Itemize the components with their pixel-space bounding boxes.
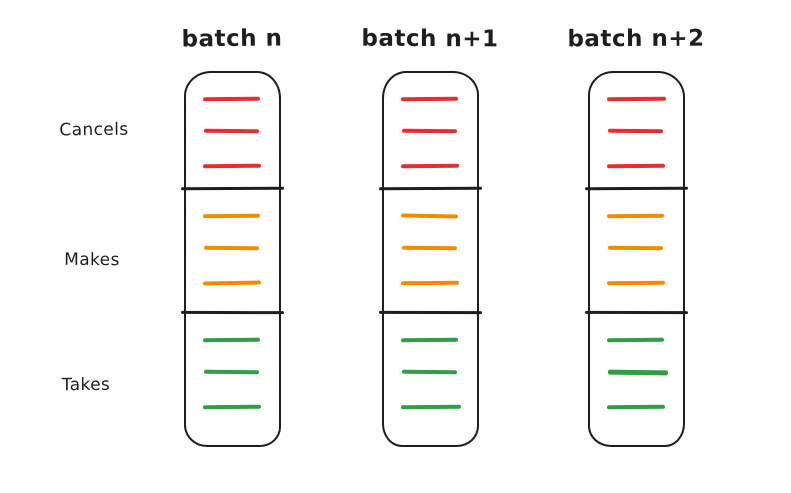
row-label-takes: Takes: [61, 374, 111, 396]
take-line: [606, 337, 664, 343]
make-line: [202, 280, 261, 286]
column-title: batch n+1: [361, 25, 499, 53]
take-line: [606, 404, 665, 410]
row-label-makes: Makes: [64, 249, 120, 271]
take-line: [607, 369, 668, 376]
make-line: [606, 213, 664, 219]
batch-container-shape: [584, 71, 688, 447]
cancel-line: [202, 96, 260, 102]
make-line: [606, 280, 665, 286]
cancel-line: [606, 163, 665, 169]
batch-container-shape: [378, 71, 482, 447]
section-divider: [180, 186, 284, 191]
takes-section: [590, 314, 683, 445]
section-divider: [378, 310, 482, 315]
cancel-line: [606, 96, 666, 102]
make-line: [400, 213, 458, 219]
section-divider: [584, 186, 688, 191]
batch-column-n2: batch n+2: [561, 24, 711, 447]
batch-column-n1: batch n+1: [355, 24, 505, 447]
takes-section: [186, 314, 279, 445]
take-line: [400, 404, 461, 410]
batch-container-shape: [180, 71, 284, 447]
take-line: [203, 369, 259, 375]
cancel-line: [202, 163, 261, 169]
take-line: [202, 404, 261, 410]
cancel-line: [401, 128, 457, 134]
make-line: [203, 245, 259, 251]
row-label-cancels: Cancels: [59, 119, 129, 141]
cancels-section: [590, 73, 683, 189]
cancel-line: [607, 128, 663, 134]
section-divider: [584, 310, 688, 315]
section-divider: [378, 186, 482, 191]
column-title: batch n: [181, 25, 283, 53]
cancels-section: [384, 73, 477, 189]
makes-section: [384, 190, 477, 312]
take-line: [401, 369, 457, 375]
cancel-line: [203, 128, 259, 134]
makes-section: [590, 190, 683, 312]
cancels-section: [186, 73, 279, 189]
section-divider: [180, 310, 284, 315]
make-line: [202, 213, 260, 219]
cancel-line: [400, 96, 458, 102]
make-line: [401, 245, 457, 251]
take-line: [400, 337, 458, 343]
column-title: batch n+2: [567, 25, 705, 53]
make-line: [607, 245, 663, 251]
takes-section: [384, 314, 477, 445]
cancel-line: [400, 163, 459, 169]
makes-section: [186, 190, 279, 312]
make-line: [400, 280, 459, 286]
take-line: [202, 337, 260, 343]
batch-column-n: batch n: [157, 24, 307, 447]
